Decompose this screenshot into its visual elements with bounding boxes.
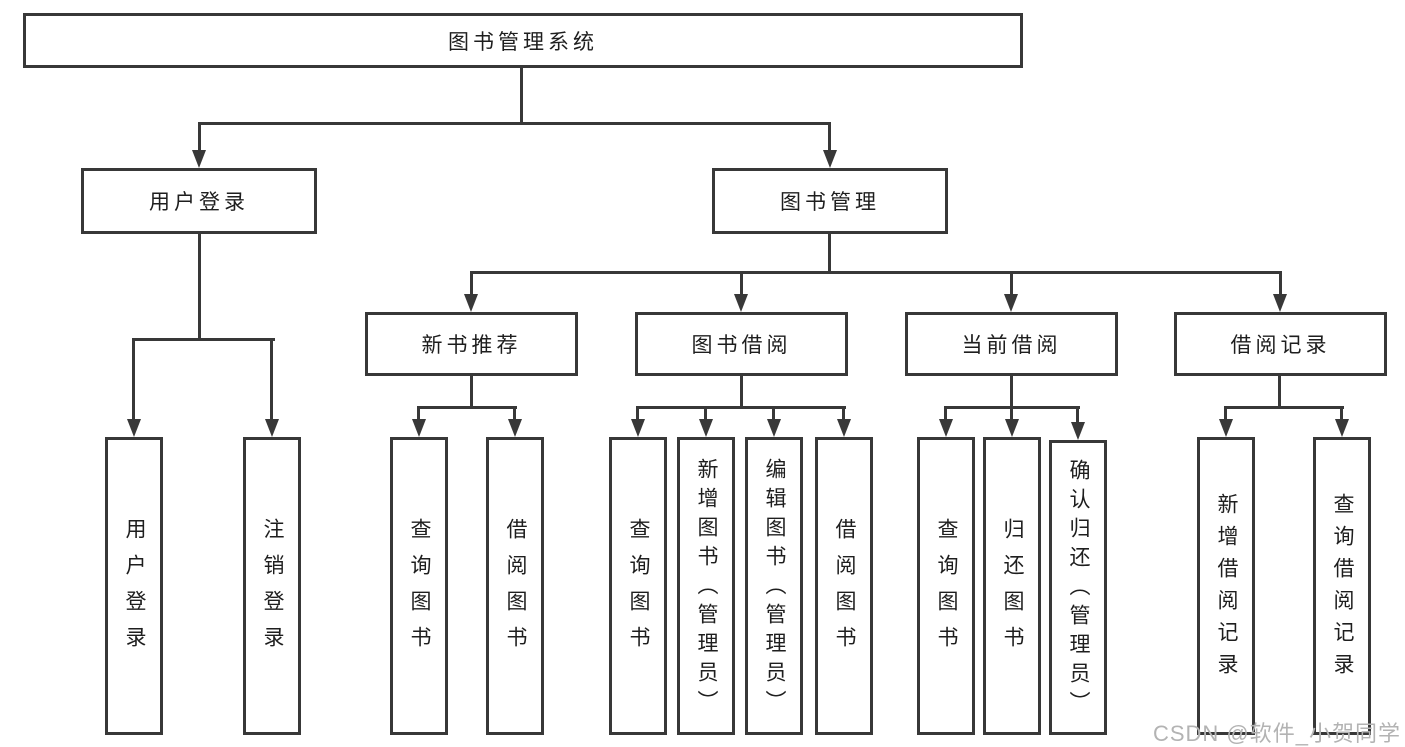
connector-line — [520, 67, 523, 125]
connector-line — [417, 406, 517, 409]
leaf-borrow-books-recommend: 借阅图书 — [486, 437, 544, 735]
node-user-login: 用户登录 — [81, 168, 317, 234]
connector-line — [828, 232, 831, 274]
connector-line — [704, 406, 707, 421]
leaf-borrow-books: 借阅图书 — [815, 437, 873, 735]
connector-line — [417, 406, 420, 421]
connector-line — [1278, 374, 1281, 409]
connector-line — [513, 406, 516, 421]
connector-line — [132, 338, 135, 422]
arrowhead — [767, 419, 781, 437]
leaf-query-books-borrow: 查询图书 — [609, 437, 667, 735]
leaf-logout: 注销登录 — [243, 437, 301, 735]
connector-line — [470, 271, 1282, 274]
connector-line — [470, 271, 473, 297]
arrowhead — [1335, 419, 1349, 437]
connector-line — [198, 122, 831, 125]
leaf-query-books-current: 查询图书 — [917, 437, 975, 735]
arrowhead — [699, 419, 713, 437]
connector-line — [1279, 271, 1282, 297]
arrowhead — [1219, 419, 1233, 437]
arrowhead — [1071, 422, 1085, 440]
node-book-management: 图书管理 — [712, 168, 948, 234]
arrowhead — [1005, 419, 1019, 437]
connector-line — [772, 406, 775, 421]
connector-line — [1010, 271, 1013, 297]
connector-line — [198, 122, 201, 152]
arrowhead — [1004, 294, 1018, 312]
arrowhead — [631, 419, 645, 437]
connector-line — [470, 374, 473, 409]
arrowhead — [412, 419, 426, 437]
node-book-borrow: 图书借阅 — [635, 312, 848, 376]
arrowhead — [464, 294, 478, 312]
connector-line — [1010, 374, 1013, 409]
arrowhead — [939, 419, 953, 437]
connector-line — [1340, 406, 1343, 421]
watermark: CSDN @软件_小贺同学 — [1152, 721, 1401, 746]
connector-line — [828, 122, 831, 152]
node-root: 图书管理系统 — [23, 13, 1023, 68]
arrowhead — [192, 150, 206, 168]
leaf-edit-book-admin: 编辑图书（管理员） — [745, 437, 803, 735]
connector-line — [842, 406, 845, 421]
connector-line — [1076, 406, 1079, 424]
connector-line — [740, 271, 743, 297]
node-current-borrow: 当前借阅 — [905, 312, 1118, 376]
node-borrow-records: 借阅记录 — [1174, 312, 1387, 376]
arrowhead — [508, 419, 522, 437]
leaf-add-book-admin: 新增图书（管理员） — [677, 437, 735, 735]
arrowhead — [1273, 294, 1287, 312]
arrowhead — [823, 150, 837, 168]
connector-line — [636, 406, 846, 409]
connector-line — [740, 374, 743, 409]
node-new-book-recommend: 新书推荐 — [365, 312, 578, 376]
connector-line — [1224, 406, 1344, 409]
connector-line — [132, 338, 275, 341]
leaf-user-login: 用户登录 — [105, 437, 163, 735]
leaf-return-book: 归还图书 — [983, 437, 1041, 735]
connector-line — [270, 338, 273, 422]
leaf-add-borrow-record: 新增借阅记录 — [1197, 437, 1255, 735]
arrowhead — [734, 294, 748, 312]
arrowhead — [265, 419, 279, 437]
connector-line — [636, 406, 639, 421]
connector-line — [198, 232, 201, 340]
arrowhead — [127, 419, 141, 437]
connector-line — [1010, 406, 1013, 421]
leaf-confirm-return-admin: 确认归还（管理员） — [1049, 440, 1107, 735]
connector-line — [1224, 406, 1227, 421]
connector-line — [944, 406, 947, 421]
arrowhead — [837, 419, 851, 437]
leaf-query-books-recommend: 查询图书 — [390, 437, 448, 735]
leaf-query-borrow-record: 查询借阅记录 — [1313, 437, 1371, 735]
